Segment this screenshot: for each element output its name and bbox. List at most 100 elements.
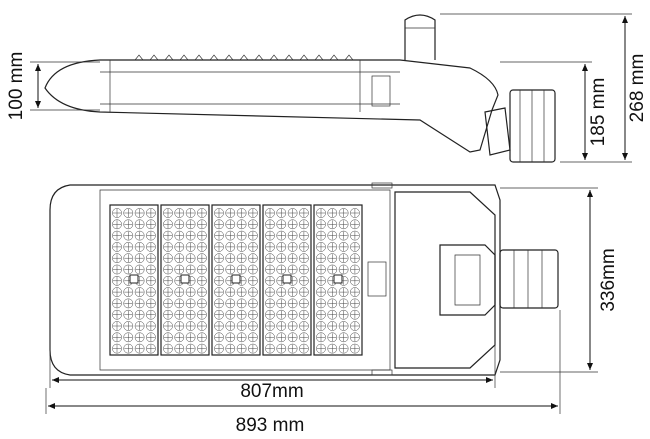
led-lens — [338, 287, 349, 297]
led-lens — [146, 264, 156, 275]
led-lens — [327, 264, 338, 275]
led-lens — [163, 321, 173, 331]
led-lens — [236, 242, 247, 252]
led-lens — [276, 332, 287, 343]
led-lens — [146, 253, 156, 264]
led-lens — [265, 309, 275, 320]
led-lens — [225, 332, 236, 343]
led-module — [109, 204, 159, 356]
led-lens — [123, 298, 134, 309]
led-lens — [350, 298, 360, 309]
led-lens — [236, 343, 247, 354]
led-lens — [338, 230, 349, 241]
led-lens — [174, 343, 185, 354]
led-module — [160, 204, 210, 356]
led-lens — [185, 253, 196, 264]
dimension-268mm: 268 mm — [440, 13, 648, 163]
led-lens — [265, 298, 275, 309]
led-lens — [248, 343, 258, 354]
led-lens — [316, 219, 326, 230]
led-lens — [123, 208, 134, 218]
led-lens — [134, 219, 145, 230]
led-lens — [316, 253, 326, 264]
led-lens — [299, 332, 309, 343]
heatsink-fin — [194, 54, 204, 61]
led-lens — [287, 219, 298, 230]
heatsink-fin — [329, 54, 339, 61]
led-lens — [316, 343, 326, 354]
led-lens — [350, 230, 360, 241]
led-lens — [174, 253, 185, 264]
led-lens — [214, 219, 224, 230]
led-lens — [287, 264, 298, 275]
pole-clamp-top — [499, 249, 559, 309]
led-lens — [163, 332, 173, 343]
led-lens — [338, 253, 349, 264]
led-lens — [185, 219, 196, 230]
led-lens — [316, 275, 326, 286]
led-lens — [265, 208, 275, 218]
led-lens — [163, 298, 173, 309]
led-lens — [236, 298, 247, 309]
led-lens — [163, 219, 173, 230]
led-lens — [174, 321, 185, 331]
led-lens — [163, 230, 173, 241]
led-lens — [225, 343, 236, 354]
led-lens — [287, 309, 298, 320]
led-lens — [350, 321, 360, 331]
led-lens — [197, 208, 207, 218]
led-lens — [327, 287, 338, 297]
led-lens — [225, 287, 236, 297]
led-lens — [134, 253, 145, 264]
led-lens — [287, 253, 298, 264]
led-lens — [248, 208, 258, 218]
led-lens — [197, 264, 207, 275]
led-lens — [236, 219, 247, 230]
led-lens — [112, 287, 122, 297]
led-lens — [185, 321, 196, 331]
heatsink-fin — [134, 54, 144, 61]
led-lens — [265, 230, 275, 241]
led-lens — [197, 332, 207, 343]
led-lens — [146, 275, 156, 286]
led-lens — [123, 321, 134, 331]
led-lens — [276, 219, 287, 230]
led-lens — [276, 287, 287, 297]
led-lens — [123, 253, 134, 264]
led-lens — [163, 208, 173, 218]
led-lens — [185, 208, 196, 218]
led-lens — [123, 287, 134, 297]
led-lens — [185, 242, 196, 252]
led-lens — [338, 309, 349, 320]
led-lens — [134, 287, 145, 297]
led-lens — [276, 264, 287, 275]
led-lens — [248, 298, 258, 309]
led-lens — [146, 208, 156, 218]
led-lens — [327, 309, 338, 320]
led-lens — [185, 230, 196, 241]
led-lens — [248, 332, 258, 343]
heatsink-fin — [164, 54, 174, 61]
dim-label-185: 185 mm — [588, 78, 609, 147]
led-module — [262, 204, 312, 356]
led-lens — [225, 309, 236, 320]
led-lens — [185, 309, 196, 320]
led-lens — [123, 219, 134, 230]
led-lens — [316, 230, 326, 241]
led-lens — [134, 332, 145, 343]
led-lens — [146, 309, 156, 320]
led-lens — [123, 343, 134, 354]
led-lens — [338, 298, 349, 309]
led-lens — [265, 264, 275, 275]
led-lens — [265, 332, 275, 343]
led-lens — [163, 287, 173, 297]
led-lens — [214, 309, 224, 320]
led-lens — [134, 208, 145, 218]
led-lens — [265, 287, 275, 297]
led-lens — [134, 242, 145, 252]
led-lens — [134, 298, 145, 309]
led-lens — [163, 275, 173, 286]
led-lens — [299, 287, 309, 297]
led-lens — [276, 321, 287, 331]
led-lens — [287, 242, 298, 252]
